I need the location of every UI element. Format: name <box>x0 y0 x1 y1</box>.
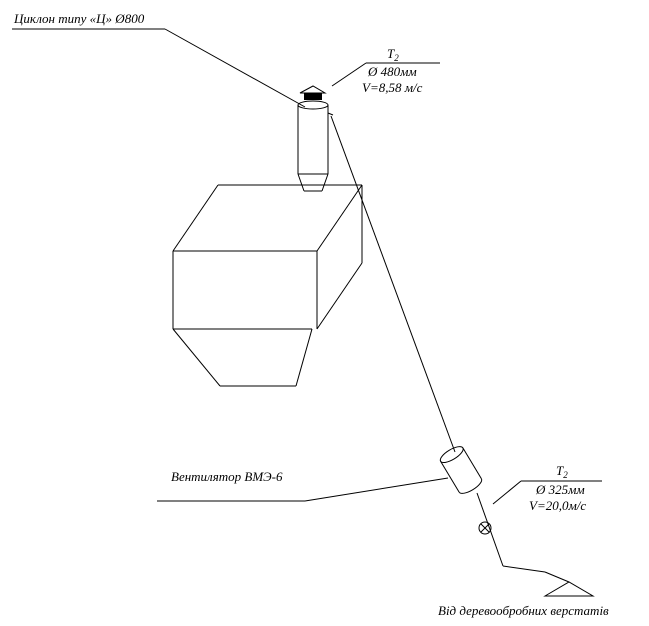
source-triangle-icon <box>543 581 595 597</box>
valve-symbol <box>478 521 492 535</box>
cyclone-cap <box>299 85 327 94</box>
fan <box>439 446 483 494</box>
source-label: Від деревообробних верстатів <box>438 603 609 618</box>
bunker <box>172 184 363 387</box>
bottom-pipe-velocity: V=20,0м/с <box>529 498 587 513</box>
cyclone-label: Циклон типу «Ц» Ø800 <box>14 11 145 26</box>
top-pipe-tag: T2 <box>387 47 399 65</box>
top-pipe-tag-sub: 2 <box>394 53 399 63</box>
cyclone <box>297 85 334 192</box>
main-duct <box>330 115 456 453</box>
top-pipe-callout <box>331 62 440 87</box>
cyclone-top-ellipse <box>297 100 329 110</box>
top-pipe-tag-letter: T <box>387 46 395 61</box>
bottom-pipe-diameter: Ø 325мм <box>536 482 585 497</box>
fan-leader <box>157 477 449 502</box>
bottom-pipe-tag-sub: 2 <box>563 470 568 480</box>
cyclone-cap-neck <box>304 93 322 100</box>
top-pipe-velocity: V=8,58 м/с <box>362 80 423 95</box>
top-pipe-diameter: Ø 480мм <box>368 64 417 79</box>
cyclone-leader <box>12 28 306 108</box>
bottom-pipe-tag-letter: T <box>556 463 564 478</box>
fan-label: Вентилятор ВМЭ-6 <box>171 469 283 484</box>
lower-duct <box>476 492 504 567</box>
machine-connection <box>502 565 595 597</box>
bottom-pipe-callout <box>492 480 602 505</box>
bottom-pipe-tag: T2 <box>556 464 568 482</box>
